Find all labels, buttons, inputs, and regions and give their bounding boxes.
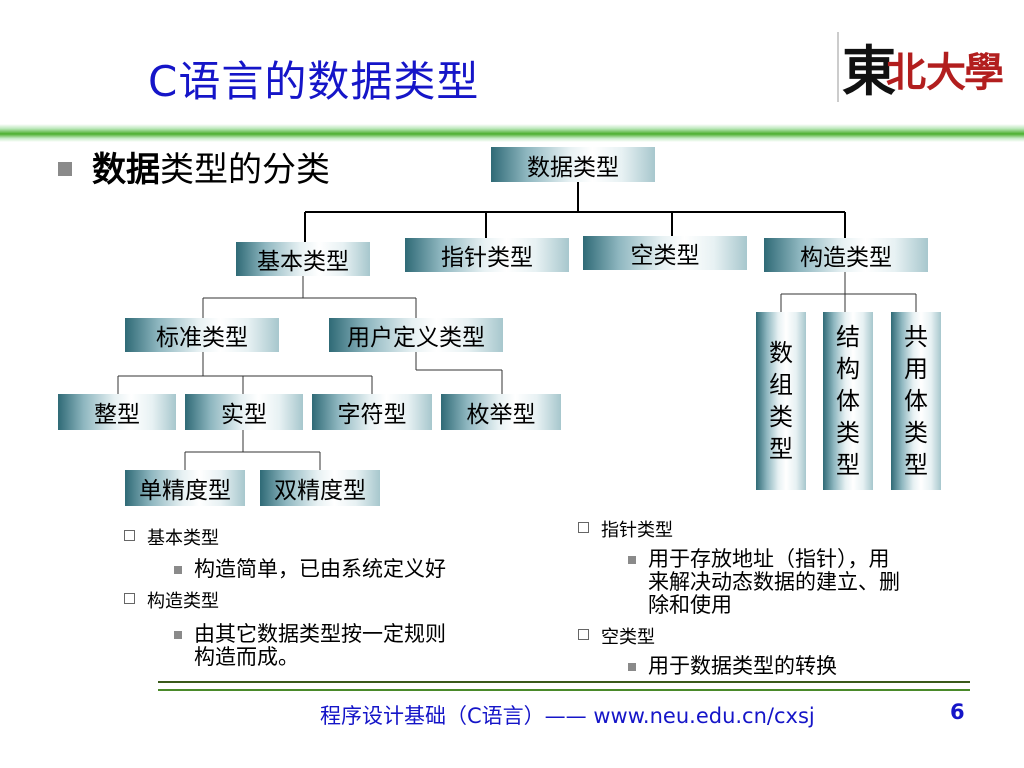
footer-text: 程序设计基础（C语言）—— www.neu.edu.cn/cxsj bbox=[320, 704, 815, 728]
list-item: 构造类型 bbox=[124, 587, 446, 613]
notes-left: 基本类型 构造简单，已由系统定义好 构造类型 由其它数据类型按一定规则 构造而成… bbox=[124, 524, 446, 669]
node-double-type: 双精度型 bbox=[260, 470, 380, 506]
square-bullet-icon bbox=[58, 161, 72, 176]
main-bullet: 数据类型的分类 bbox=[58, 142, 330, 191]
node-union-char: 共 bbox=[904, 323, 928, 351]
node-union-type: 共 用 体 类 型 bbox=[891, 312, 941, 490]
svg-text:北: 北 bbox=[886, 49, 926, 96]
node-union-char: 体 bbox=[904, 387, 928, 415]
node-union-char: 类 bbox=[904, 419, 928, 447]
svg-text:學: 學 bbox=[964, 49, 1004, 96]
node-array-type: 数 组 类 型 bbox=[756, 312, 806, 490]
list-item: 指针类型 bbox=[578, 516, 900, 542]
hollow-square-bullet-icon bbox=[124, 593, 135, 604]
university-logo: 東 北 大 學 bbox=[834, 28, 1010, 106]
svg-text:大: 大 bbox=[926, 49, 966, 96]
node-data-types: 数据类型 bbox=[491, 147, 655, 182]
node-struct-char: 类 bbox=[836, 419, 860, 447]
bullet-text: 类型的分类 bbox=[160, 150, 330, 190]
note-pointer-desc-line: 来解决动态数据的建立、删 bbox=[648, 570, 900, 594]
node-basic-type: 基本类型 bbox=[236, 242, 370, 276]
list-item: 基本类型 bbox=[124, 524, 446, 550]
note-void-type: 空类型 bbox=[601, 627, 655, 648]
footer-divider bbox=[158, 681, 970, 691]
note-construct-desc: 由其它数据类型按一定规则 构造而成。 bbox=[194, 623, 446, 669]
node-array-char: 数 bbox=[769, 339, 793, 367]
node-array-char: 组 bbox=[769, 371, 793, 399]
bullet-bold-text: 数据 bbox=[92, 150, 160, 190]
list-item: 空类型 bbox=[578, 623, 900, 649]
hollow-square-bullet-icon bbox=[578, 629, 589, 640]
node-union-char: 用 bbox=[904, 355, 928, 383]
hollow-square-bullet-icon bbox=[578, 522, 589, 533]
node-struct-type: 结 构 体 类 型 bbox=[823, 312, 873, 490]
note-basic-type: 基本类型 bbox=[147, 528, 219, 549]
note-void-desc: 用于数据类型的转换 bbox=[648, 654, 837, 678]
node-void-type: 空类型 bbox=[583, 236, 747, 270]
node-char-type: 字符型 bbox=[312, 394, 432, 430]
hollow-square-bullet-icon bbox=[124, 530, 135, 541]
node-enum-type: 枚举型 bbox=[441, 394, 561, 430]
node-union-char: 型 bbox=[904, 451, 928, 479]
node-struct-char: 构 bbox=[836, 355, 860, 383]
list-item: 用于存放地址（指针），用 来解决动态数据的建立、删 除和使用 bbox=[628, 548, 900, 617]
node-integer-type: 整型 bbox=[58, 394, 176, 430]
note-construct-desc-line: 构造而成。 bbox=[194, 645, 299, 669]
list-item: 用于数据类型的转换 bbox=[628, 655, 900, 678]
node-construct-type: 构造类型 bbox=[764, 238, 928, 272]
square-bullet-icon bbox=[174, 566, 182, 574]
node-array-char: 型 bbox=[769, 435, 793, 463]
square-bullet-icon bbox=[628, 663, 636, 671]
list-item: 构造简单，已由系统定义好 bbox=[174, 558, 446, 581]
note-pointer-desc-line: 用于存放地址（指针），用 bbox=[648, 547, 890, 571]
note-basic-desc: 构造简单，已由系统定义好 bbox=[194, 557, 446, 581]
node-array-char: 类 bbox=[769, 403, 793, 431]
page-number: 6 bbox=[950, 700, 965, 724]
list-item: 由其它数据类型按一定规则 构造而成。 bbox=[174, 623, 446, 669]
header-divider bbox=[0, 124, 1024, 142]
notes-right: 指针类型 用于存放地址（指针），用 来解决动态数据的建立、删 除和使用 空类型 … bbox=[578, 516, 900, 678]
note-pointer-desc-line: 除和使用 bbox=[648, 593, 732, 617]
note-construct-type: 构造类型 bbox=[147, 591, 219, 612]
node-user-defined-type: 用户定义类型 bbox=[329, 318, 503, 352]
node-struct-char: 体 bbox=[836, 387, 860, 415]
note-construct-desc-line: 由其它数据类型按一定规则 bbox=[194, 622, 446, 646]
node-struct-char: 型 bbox=[836, 451, 860, 479]
node-real-type: 实型 bbox=[185, 394, 303, 430]
square-bullet-icon bbox=[628, 556, 636, 564]
node-standard-type: 标准类型 bbox=[125, 318, 279, 352]
note-pointer-type: 指针类型 bbox=[601, 520, 673, 541]
square-bullet-icon bbox=[174, 631, 182, 639]
node-struct-char: 结 bbox=[836, 323, 860, 351]
note-pointer-desc: 用于存放地址（指针），用 来解决动态数据的建立、删 除和使用 bbox=[648, 548, 900, 617]
slide-title: C语言的数据类型 bbox=[148, 57, 480, 106]
svg-text:東: 東 bbox=[842, 39, 896, 103]
node-float-type: 单精度型 bbox=[125, 470, 245, 506]
node-pointer-type: 指针类型 bbox=[405, 238, 569, 272]
